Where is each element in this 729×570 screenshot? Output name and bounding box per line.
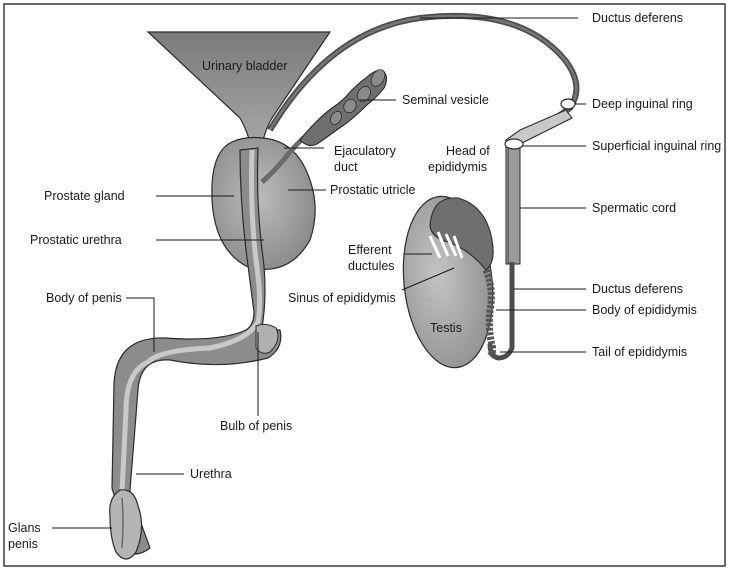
label-ductus-deferens-top: Ductus deferens xyxy=(592,11,683,25)
label-testis: Testis xyxy=(430,321,462,335)
urinary-bladder xyxy=(148,32,330,150)
label-prostatic-utricle: Prostatic utricle xyxy=(330,183,415,197)
label-ductus-deferens-lower: Ductus deferens xyxy=(592,282,683,296)
spermatic-cord xyxy=(508,146,520,264)
seminal-vesicle-lobes xyxy=(328,67,388,126)
label-deep-inguinal-ring: Deep inguinal ring xyxy=(592,97,693,111)
label-spermatic-cord: Spermatic cord xyxy=(592,201,676,215)
label-bulb-of-penis: Bulb of penis xyxy=(220,419,292,433)
label-ejaculatory-duct-2: duct xyxy=(334,160,358,174)
label-head-of-epididymis-2: epididymis xyxy=(428,160,487,174)
label-superficial-inguinal-ring: Superficial inguinal ring xyxy=(592,139,721,153)
deep-inguinal-ring xyxy=(561,99,575,109)
label-seminal-vesicle: Seminal vesicle xyxy=(402,93,489,107)
label-prostate-gland: Prostate gland xyxy=(44,189,125,203)
label-prostatic-urethra: Prostatic urethra xyxy=(30,233,122,247)
prostate-gland xyxy=(212,138,315,270)
label-glans-penis-2: penis xyxy=(8,537,38,551)
label-sinus-of-epididymis: Sinus of epididymis xyxy=(288,291,396,305)
label-body-of-penis: Body of penis xyxy=(46,291,122,305)
label-head-of-epididymis-1: Head of xyxy=(446,144,490,158)
label-efferent-ductules-1: Efferent xyxy=(348,243,392,257)
label-efferent-ductules-2: ductules xyxy=(348,259,395,273)
label-urinary-bladder: Urinary bladder xyxy=(202,59,287,73)
label-glans-penis-1: Glans xyxy=(8,521,41,535)
label-ejaculatory-duct-1: Ejaculatory xyxy=(334,144,397,158)
label-body-of-epididymis: Body of epididymis xyxy=(592,303,697,317)
superficial-inguinal-ring xyxy=(505,139,523,149)
label-urethra: Urethra xyxy=(190,467,232,481)
glans-penis xyxy=(110,490,142,559)
label-tail-of-epididymis: Tail of epididymis xyxy=(592,345,687,359)
